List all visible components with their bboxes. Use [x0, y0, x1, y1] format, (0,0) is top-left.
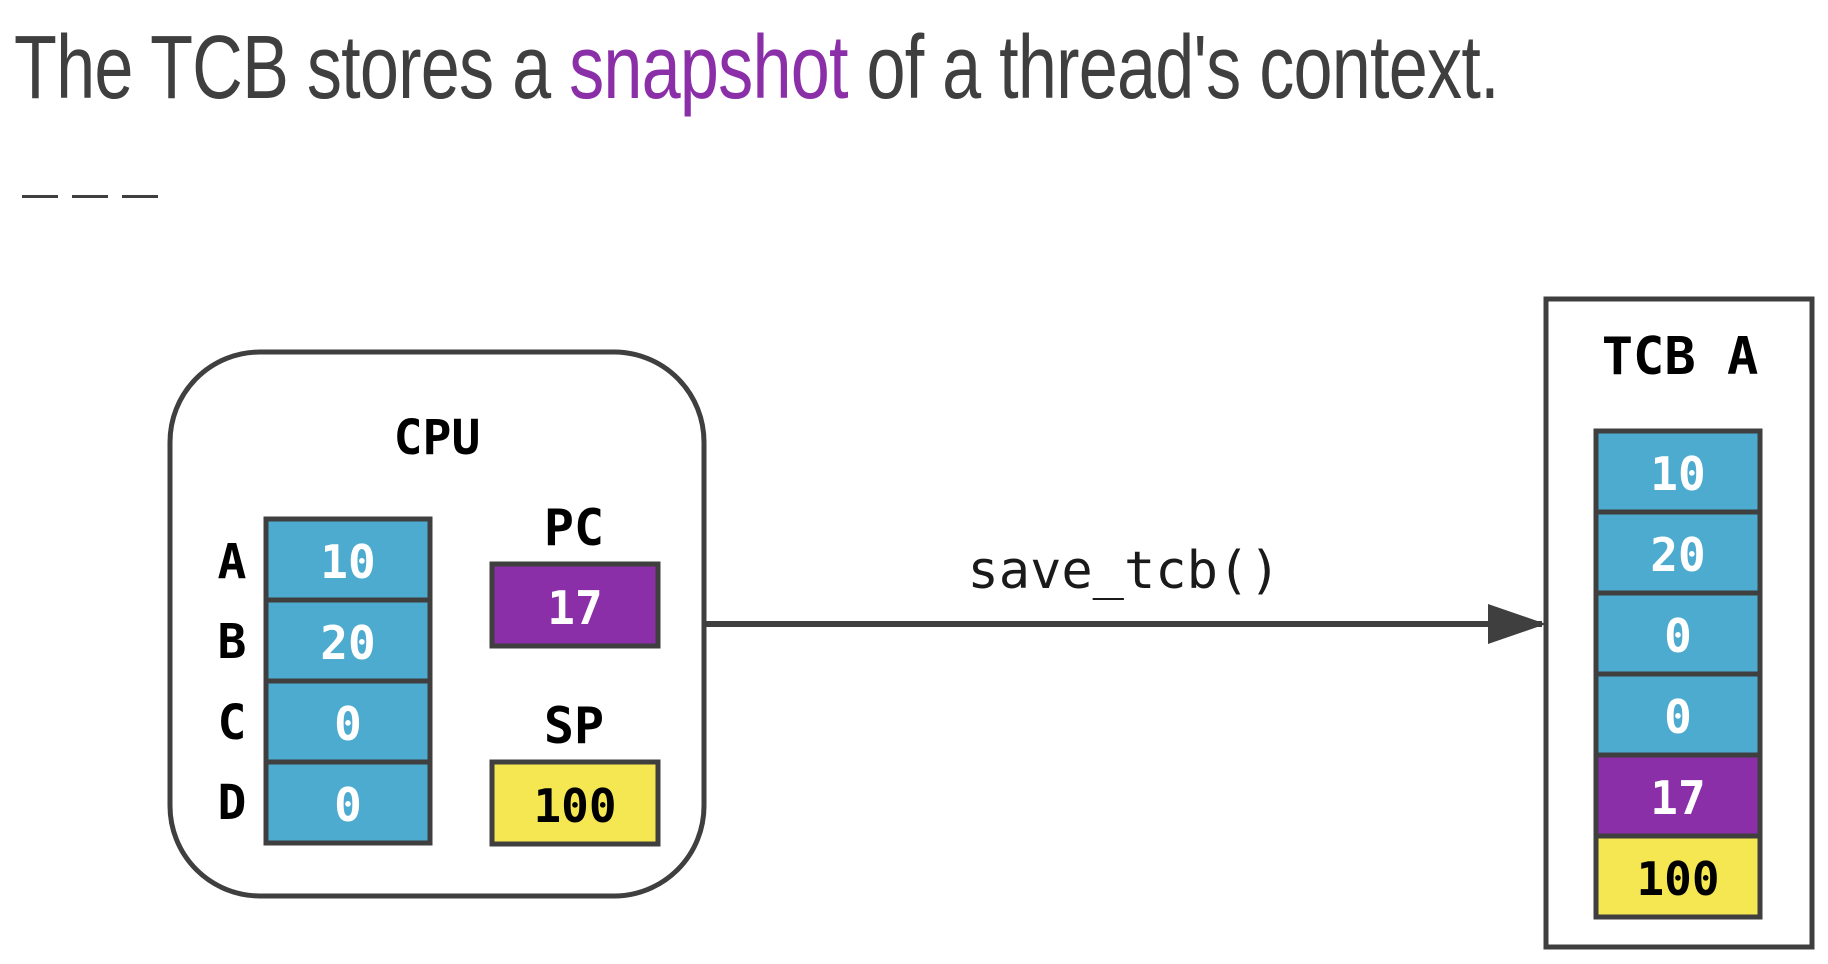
title-divider	[22, 195, 162, 198]
title-highlight: snapshot	[569, 18, 848, 118]
register-b: B 20	[218, 597, 433, 684]
sp-register: SP 100	[489, 697, 661, 847]
title-prefix: The TCB stores a	[14, 18, 570, 118]
save-tcb-arrow: save_tcb()	[706, 541, 1546, 644]
tcb-slot-1: 20	[1593, 509, 1763, 596]
register-value: 0	[334, 778, 362, 832]
register-name: B	[218, 614, 247, 670]
register-a: A 10	[218, 516, 433, 603]
tcb-slot-value: 17	[1650, 771, 1705, 825]
title-suffix: of a thread's context.	[847, 18, 1499, 118]
register-d: D 0	[218, 759, 433, 846]
tcb-slot-value: 0	[1664, 609, 1692, 663]
tcb-slot-value: 100	[1636, 852, 1719, 906]
tcb-slot-2: 0	[1593, 590, 1763, 677]
cpu-label: CPU	[394, 410, 481, 466]
slide-title: The TCB stores a snapshot of a thread's …	[14, 18, 1500, 118]
register-name: D	[218, 775, 247, 831]
tcb-slot-0: 10	[1593, 428, 1763, 515]
pc-label: PC	[544, 499, 604, 557]
register-name: A	[218, 534, 247, 590]
tcb-label: TCB A	[1602, 327, 1759, 387]
sp-label: SP	[544, 697, 604, 755]
pc-value: 17	[547, 581, 602, 635]
arrow-label: save_tcb()	[967, 541, 1280, 601]
tcb-slot-value: 20	[1650, 528, 1705, 582]
register-value: 0	[334, 697, 362, 751]
tcb-slot-4: 17	[1593, 752, 1763, 839]
arrowhead	[1488, 604, 1546, 644]
cpu-box: CPU A 10 B 20 C 0 D 0 PC 17	[167, 349, 707, 899]
pc-register: PC 17	[489, 499, 661, 649]
tcb-slot-value: 10	[1650, 447, 1705, 501]
tcb-box: TCB A 10 20 0 0 17 100	[1543, 296, 1815, 950]
register-value: 10	[320, 535, 375, 589]
tcb-slot-value: 0	[1664, 690, 1692, 744]
tcb-slot-5: 100	[1593, 833, 1763, 920]
tcb-slot-3: 0	[1593, 671, 1763, 758]
register-name: C	[218, 695, 247, 751]
register-c: C 0	[218, 678, 433, 765]
register-value: 20	[320, 616, 375, 670]
sp-value: 100	[533, 779, 616, 833]
